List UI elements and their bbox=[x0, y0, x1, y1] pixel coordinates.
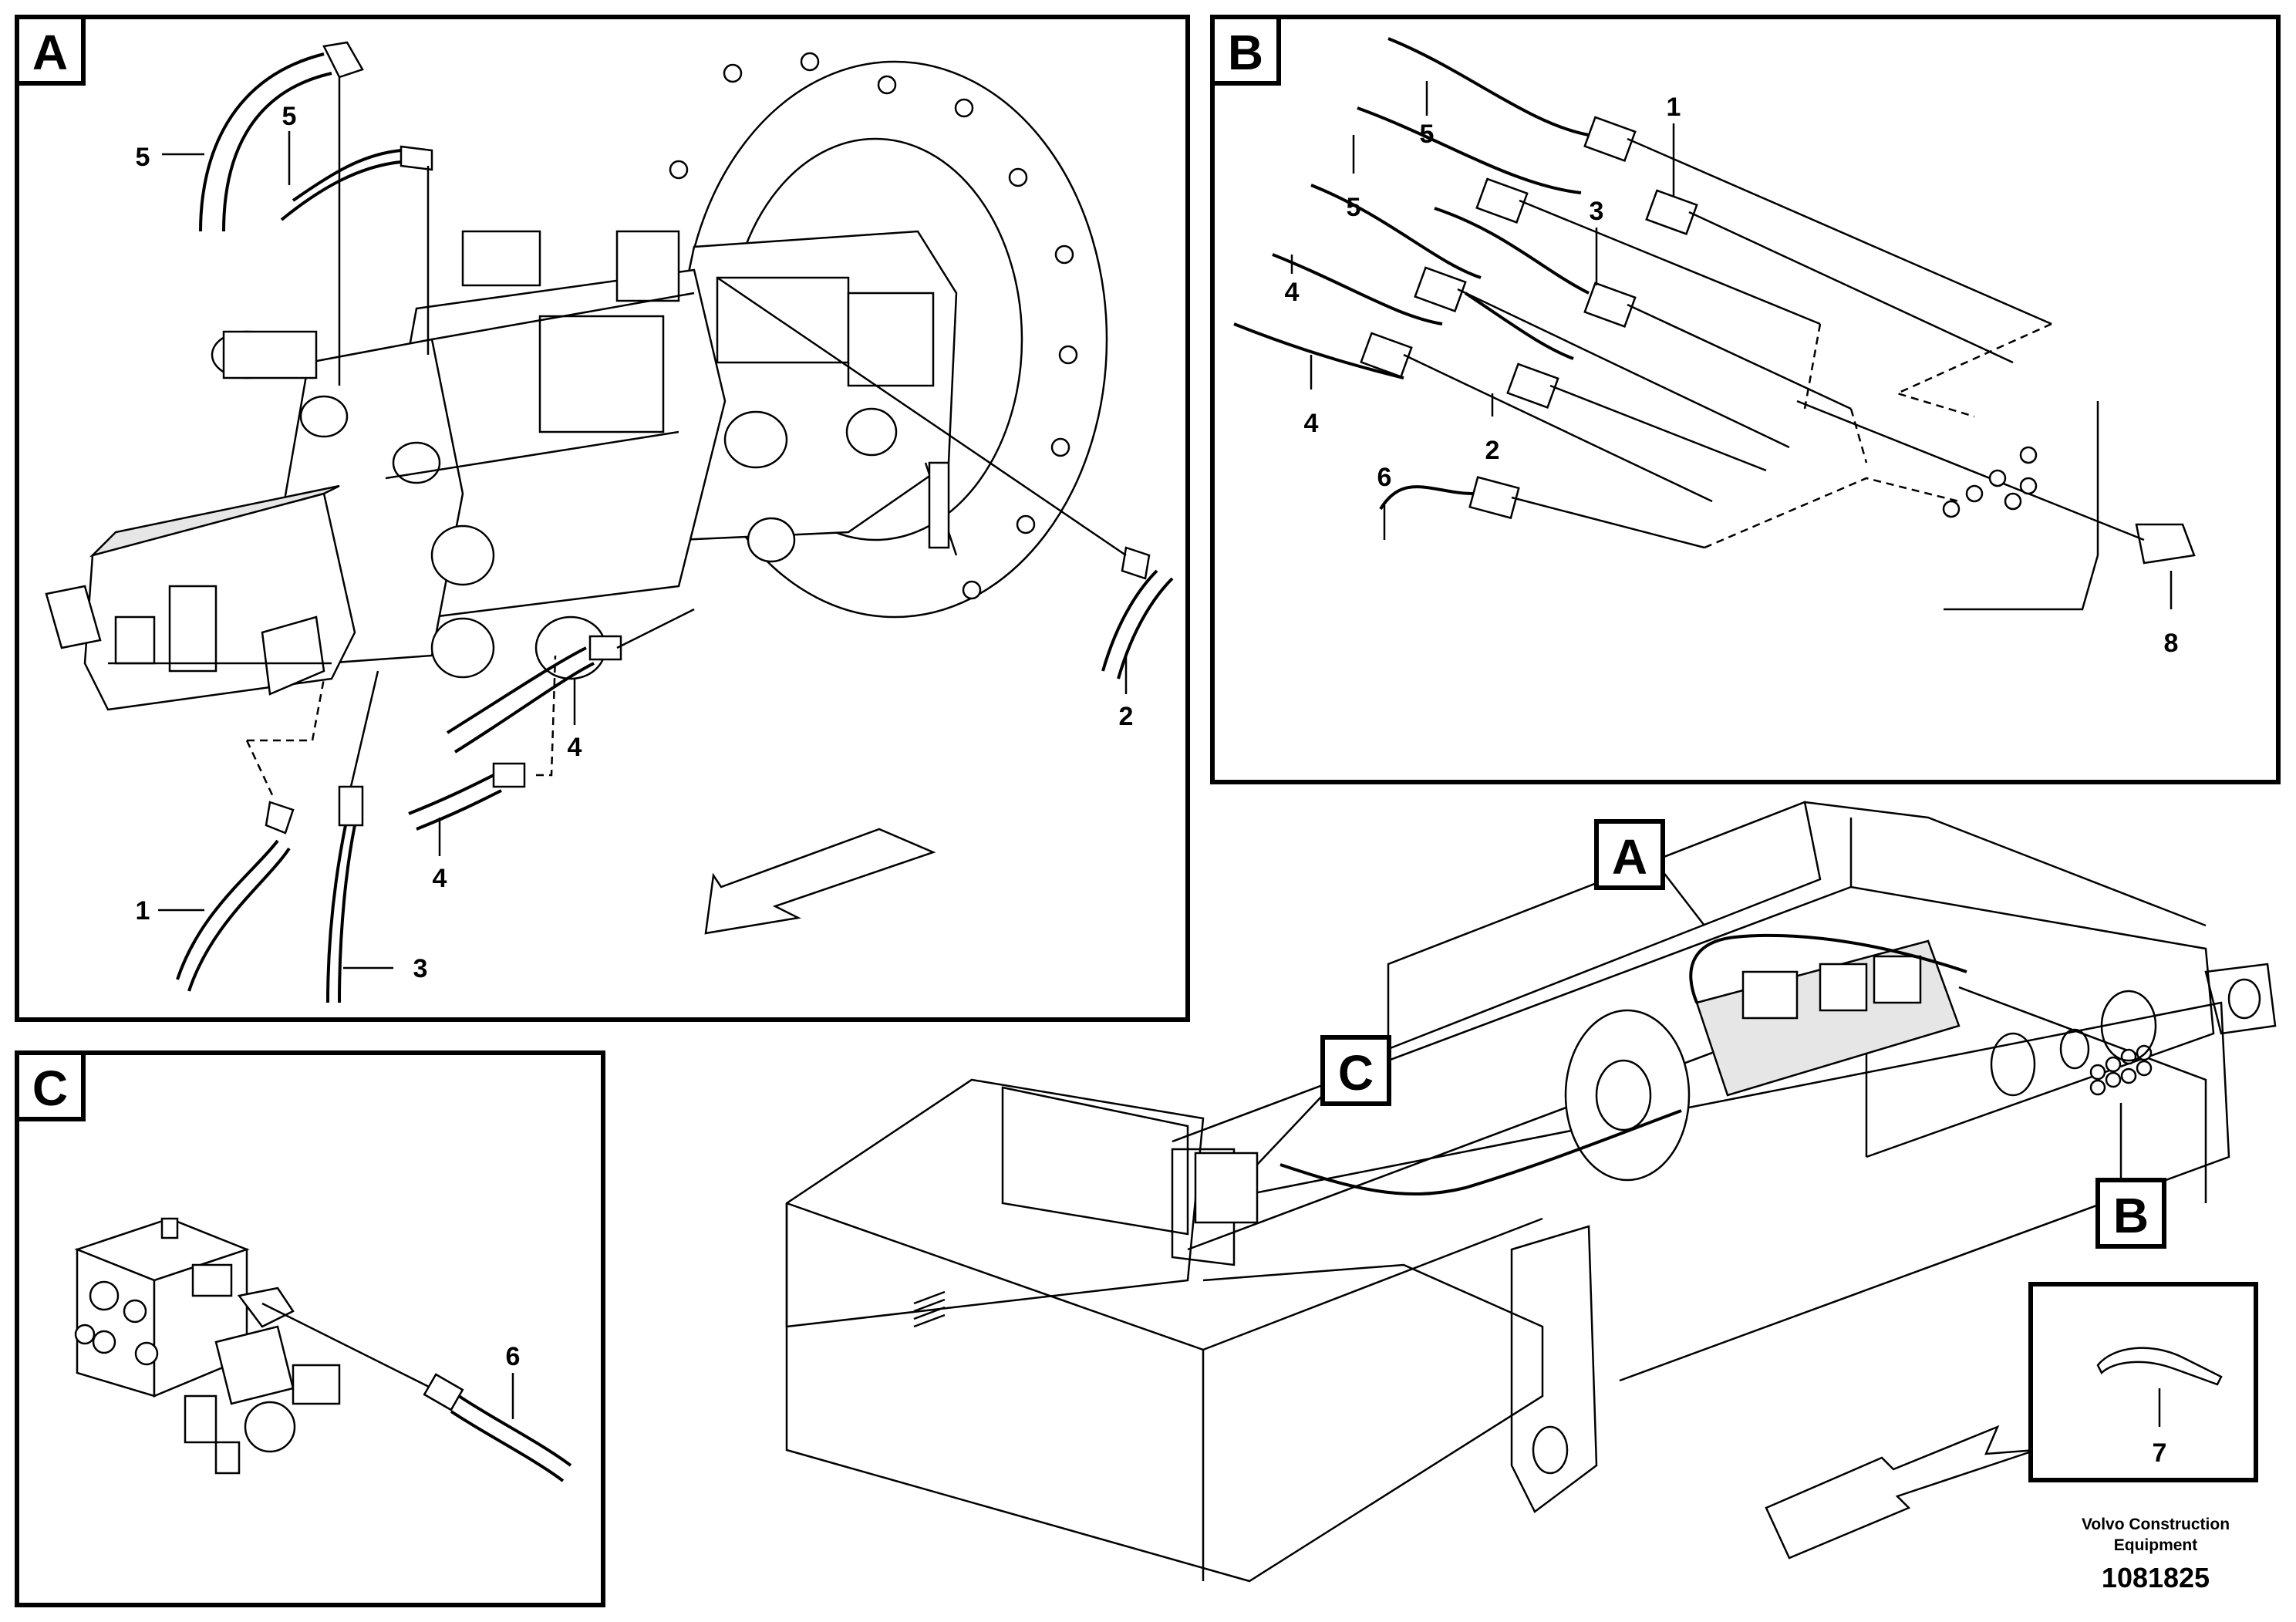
machine-tag-a-box bbox=[1594, 819, 1665, 890]
drawing-number: 1081825 bbox=[2102, 1562, 2210, 1593]
callout-b-1: 1 bbox=[1667, 93, 1681, 122]
callout-b-2: 2 bbox=[1485, 436, 1500, 465]
item-7-frame bbox=[2028, 1282, 2258, 1482]
panel-c-tag: C bbox=[32, 1061, 68, 1116]
machine-tag-c-box bbox=[1320, 1035, 1391, 1106]
callout-b-5a: 5 bbox=[1420, 120, 1435, 149]
footer: Volvo Construction Equipment 1081825 bbox=[2082, 1516, 2230, 1593]
panel-b-callouts: 5 5 1 3 4 4 2 6 8 bbox=[1285, 81, 2179, 658]
panel-c: C 6 bbox=[15, 1050, 605, 1607]
callout-b-8: 8 bbox=[2164, 629, 2179, 658]
callout-b-4b: 4 bbox=[1304, 409, 1319, 438]
callout-c-6: 6 bbox=[506, 1342, 521, 1371]
panel-a-tag: A bbox=[32, 25, 68, 80]
machine-overview: A B C bbox=[785, 801, 2277, 1583]
machine-tag-a: A bbox=[1612, 829, 1647, 885]
panel-a-tag-box bbox=[15, 15, 86, 86]
valve-on-bracket bbox=[1194, 1152, 1259, 1224]
panel-a: A bbox=[15, 15, 1190, 1022]
item-7-panel: 7 bbox=[2028, 1282, 2258, 1482]
panel-b-hoses bbox=[1233, 37, 2196, 565]
panel-a-callouts: 5 5 1 3 4 4 2 bbox=[136, 102, 1134, 983]
cable-tie-icon bbox=[2096, 1347, 2223, 1386]
machine-tag-c: C bbox=[1338, 1045, 1374, 1101]
panel-b-frame bbox=[1210, 15, 2281, 784]
callout-a-3: 3 bbox=[413, 954, 428, 983]
direction-arrow-a bbox=[704, 828, 936, 935]
callout-b-4a: 4 bbox=[1285, 278, 1300, 307]
panel-c-tag-box bbox=[15, 1050, 86, 1121]
panel-a-hoses bbox=[176, 41, 1174, 1003]
bulkhead-fittings-cluster bbox=[2089, 1044, 2153, 1096]
panel-c-hose: 6 bbox=[261, 1302, 572, 1482]
callout-b-5b: 5 bbox=[1347, 193, 1361, 222]
machine-tag-b: B bbox=[2113, 1188, 2149, 1243]
callout-a-5b: 5 bbox=[282, 102, 297, 131]
direction-arrow-machine bbox=[1765, 1425, 2037, 1560]
callout-7: 7 bbox=[2153, 1438, 2167, 1468]
vent-slots bbox=[913, 1290, 946, 1328]
callout-a-4a: 4 bbox=[568, 733, 582, 762]
panel-b: B bbox=[1210, 15, 2281, 784]
callout-a-5a: 5 bbox=[136, 143, 150, 172]
callout-b-3: 3 bbox=[1590, 197, 1604, 226]
callout-a-1: 1 bbox=[136, 896, 150, 926]
machine-tag-b-box bbox=[2095, 1178, 2166, 1249]
callout-a-2: 2 bbox=[1119, 702, 1134, 731]
bulkhead-fitting bbox=[2135, 523, 2196, 565]
bulkhead-plate bbox=[1944, 401, 2099, 611]
valve-block bbox=[74, 1217, 341, 1475]
company-line-2: Equipment bbox=[2114, 1536, 2198, 1554]
panel-b-tag-box bbox=[1210, 15, 1281, 86]
company-line-1: Volvo Construction bbox=[2082, 1516, 2230, 1533]
callout-a-4b: 4 bbox=[433, 864, 447, 893]
panel-b-tag: B bbox=[1228, 25, 1263, 80]
callout-b-6: 6 bbox=[1377, 463, 1392, 492]
